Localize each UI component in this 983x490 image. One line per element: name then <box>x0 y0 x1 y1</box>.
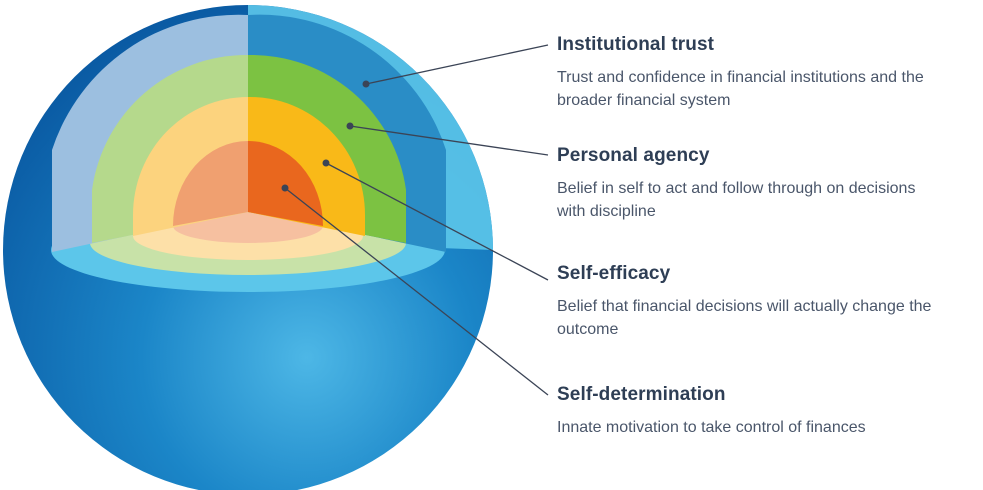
label-title: Personal agency <box>557 145 710 166</box>
leader-dot-institutional-trust <box>362 80 370 88</box>
label-description: Trust and confidence in financial instit… <box>557 69 924 109</box>
label-self-efficacy: Self-efficacy Belief that financial deci… <box>557 263 967 341</box>
label-personal-agency: Personal agency Belief in self to act an… <box>557 145 937 223</box>
label-title: Self-efficacy <box>557 263 671 284</box>
label-description: Belief that financial decisions will act… <box>557 298 932 338</box>
label-description: Innate motivation to take control of fin… <box>557 419 866 436</box>
leader-dot-self-determination <box>281 184 289 192</box>
leader-dot-personal-agency <box>346 122 354 130</box>
label-title: Institutional trust <box>557 34 715 55</box>
leader-line-self-determination <box>284 187 549 396</box>
layer-self-determination-left <box>173 141 248 226</box>
layer-self-determination-right <box>248 141 323 226</box>
label-description: Belief in self to act and follow through… <box>557 180 916 220</box>
leader-line-self-efficacy <box>325 162 549 281</box>
leader-line-personal-agency <box>349 125 549 156</box>
leader-dot-self-efficacy <box>322 159 330 167</box>
leader-line-institutional-trust <box>365 44 549 85</box>
label-institutional-trust: Institutional trust Trust and confidence… <box>557 34 977 112</box>
label-self-determination: Self-determination Innate motivation to … <box>557 384 977 439</box>
label-title: Self-determination <box>557 384 726 405</box>
